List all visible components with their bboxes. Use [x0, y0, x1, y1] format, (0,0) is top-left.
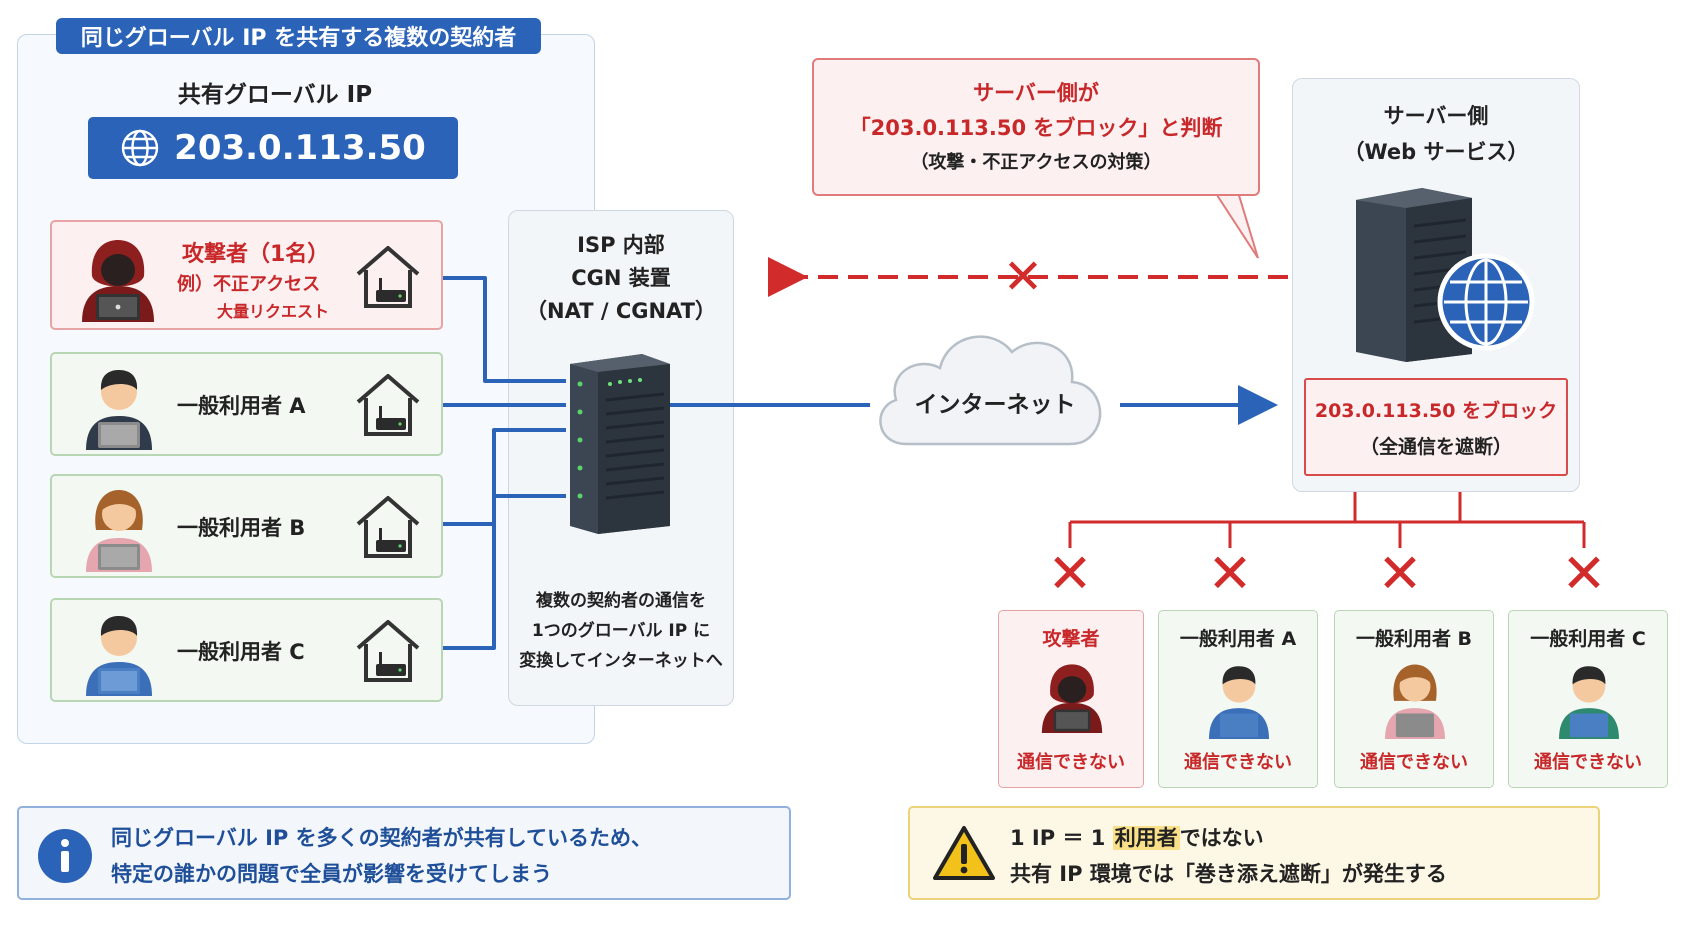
internet-cloud-icon [879, 335, 1102, 446]
callout-line-3: （攻撃・不正アクセスの対策） [910, 152, 1162, 173]
callout-line-1: サーバー側が [973, 81, 1099, 105]
wire-user-c [440, 494, 566, 650]
user-a-name: 一般利用者 A [177, 394, 306, 418]
result-status: 通信できない [1184, 752, 1292, 773]
wire-attacker [420, 276, 566, 383]
user-c-avatar [1559, 666, 1619, 739]
block-tree-branches [1068, 522, 1586, 548]
home-router-icon [356, 374, 420, 436]
result-name: 一般利用者 B [1355, 627, 1473, 650]
cgn-server-icon [570, 354, 670, 534]
warning-note: 1 IP ＝ 1 利用者ではない 共有 IP 環境では「巻き添え遮断」が発生する [908, 806, 1600, 900]
user-a-avatar [1209, 666, 1269, 739]
server-decision-callout [812, 58, 1260, 196]
server-title-1: サーバー側 [1383, 104, 1489, 128]
server-block-line-2: （全通信を遮断） [1359, 435, 1512, 458]
result-status: 通信できない [1017, 752, 1125, 773]
isp-desc-2: 1つのグローバル IP に [531, 620, 711, 641]
isp-title-3: （NAT / CGNAT） [526, 299, 716, 323]
callout-tail [1214, 191, 1259, 259]
callout-line-2: 「203.0.113.50 をブロック」と判断 [849, 116, 1223, 140]
info-line-2: 特定の誰かの問題で全員が影響を受けてしまう [111, 862, 552, 886]
user-a-card: 一般利用者 A [50, 352, 443, 456]
user-c-avatar [86, 616, 152, 696]
isp-title-2: CGN 装置 [571, 266, 671, 290]
user-b-card: 一般利用者 B [50, 474, 443, 578]
result-card-user-b: 一般利用者 B 通信できない [1334, 610, 1494, 788]
info-line-1: 同じグローバル IP を多くの契約者が共有しているため、 [111, 826, 652, 850]
user-b-avatar [86, 490, 152, 572]
blocked-x-icon: ✕ [1002, 249, 1044, 305]
attacker-title: 攻撃者（1名） [182, 242, 330, 267]
internet-label: インターネット [914, 392, 1076, 418]
server-title-2: （Web サービス） [1343, 140, 1529, 164]
result-card-user-a: 一般利用者 A 通信できない [1158, 610, 1318, 788]
info-note: 同じグローバル IP を多くの契約者が共有しているため、 特定の誰かの問題で全員… [17, 806, 791, 900]
result-x-icon: ✕ [1561, 542, 1607, 605]
wire-user-b [440, 428, 566, 526]
shared-ip-box: 203.0.113.50 [88, 117, 458, 179]
isp-title-1: ISP 内部 [577, 233, 665, 257]
result-status: 通信できない [1534, 752, 1642, 773]
hooded-attacker-icon [1041, 664, 1103, 733]
block-tree-trunk [1070, 492, 1584, 524]
isp-desc-1: 複数の契約者の通信を [536, 590, 706, 611]
home-router-icon [356, 620, 420, 682]
result-x-icon: ✕ [1047, 542, 1093, 605]
result-x-icon: ✕ [1207, 542, 1253, 605]
server-block-line-1: 203.0.113.50 をブロック [1314, 399, 1558, 422]
info-icon [38, 829, 92, 883]
user-c-name: 一般利用者 C [177, 640, 305, 664]
user-a-avatar [86, 370, 152, 450]
attacker-note-2: 大量リクエスト [217, 302, 330, 321]
user-b-name: 一般利用者 B [177, 516, 306, 540]
result-card-attacker: 攻撃者 通信できない [998, 610, 1144, 788]
attacker-card: 攻撃者（1名） 例）不正アクセス 大量リクエスト [50, 220, 443, 330]
result-name: 攻撃者 [1042, 627, 1100, 650]
shared-ip-value: 203.0.113.50 [174, 128, 426, 168]
home-router-icon [356, 246, 420, 308]
result-status: 通信できない [1360, 752, 1468, 773]
hooded-attacker-icon [82, 240, 154, 322]
highlighted-term: 利用者 [1112, 826, 1180, 850]
result-name: 一般利用者 A [1179, 627, 1297, 650]
attacker-note-1: 例）不正アクセス [177, 274, 321, 295]
server-block-box [1304, 378, 1568, 476]
globe-icon [1437, 253, 1535, 351]
warning-icon [933, 826, 995, 880]
warning-line-1: 1 IP ＝ 1 利用者ではない [1010, 826, 1264, 850]
result-card-user-c: 一般利用者 C 通信できない [1508, 610, 1668, 788]
user-b-avatar [1385, 664, 1445, 739]
shared-ip-label: 共有グローバル IP [177, 82, 373, 108]
user-c-card: 一般利用者 C [50, 598, 443, 702]
isp-desc-3: 変換してインターネットへ [519, 650, 723, 671]
group-title: 同じグローバル IP を共有する複数の契約者 [56, 18, 541, 54]
result-name: 一般利用者 C [1530, 627, 1646, 650]
warning-line-2: 共有 IP 環境では「巻き添え遮断」が発生する [1010, 862, 1447, 886]
web-server-icon [1356, 188, 1535, 362]
home-router-icon [356, 496, 420, 558]
result-x-icon: ✕ [1377, 542, 1423, 605]
globe-icon [121, 129, 159, 167]
